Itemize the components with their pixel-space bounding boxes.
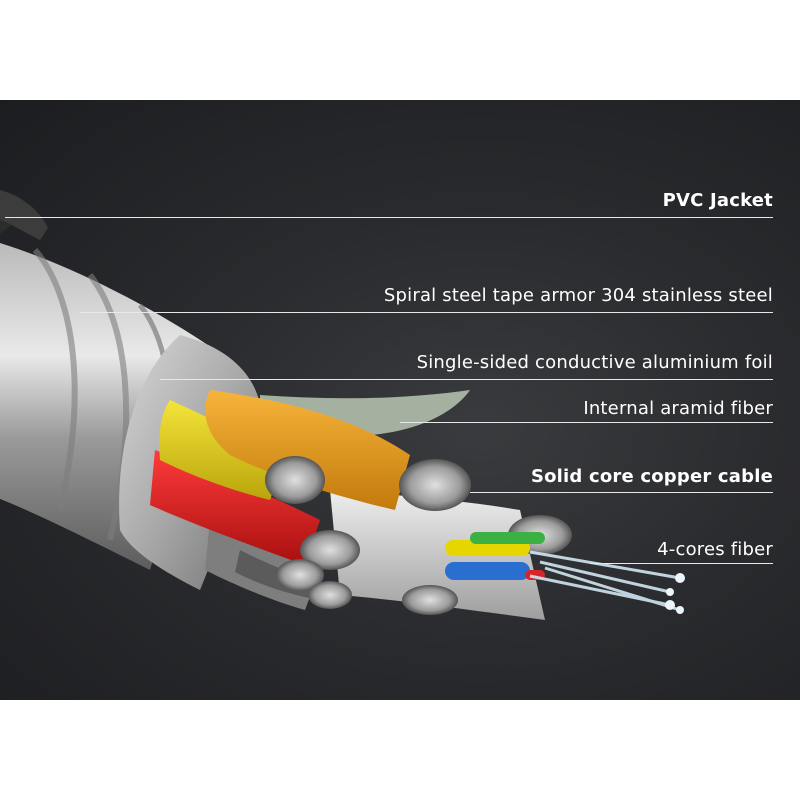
cable-illustration: PVC Jacket Spiral steel tape armor 304 s… xyxy=(0,100,800,700)
white-tube-shape xyxy=(330,490,545,620)
copper-end-orange xyxy=(399,459,471,511)
label-pvc-jacket: PVC Jacket xyxy=(662,190,773,211)
copper-end-grey-1 xyxy=(276,559,324,591)
copper-end-red xyxy=(300,530,360,570)
label-copper-cable: Solid core copper cable xyxy=(530,466,773,487)
leader-aluminium-foil xyxy=(160,379,773,380)
pvc-jacket-band xyxy=(0,190,48,240)
copper-end-grey-3 xyxy=(402,585,458,615)
orange-core-shape xyxy=(205,390,410,510)
leader-aramid-fiber xyxy=(400,422,773,423)
label-aramid-fiber: Internal aramid fiber xyxy=(583,398,773,419)
leader-fiber-cores xyxy=(590,563,773,564)
label-fiber-cores: 4-cores fiber xyxy=(657,539,773,560)
red-core-shape xyxy=(150,450,320,565)
leader-steel-armor xyxy=(80,312,773,313)
copper-end-grey-2 xyxy=(308,581,352,609)
yellow-core-shape xyxy=(159,400,285,500)
label-steel-armor: Spiral steel tape armor 304 stainless st… xyxy=(383,285,773,306)
label-aluminium-foil: Single-sided conductive aluminium foil xyxy=(416,352,773,373)
leader-pvc-jacket xyxy=(5,217,773,218)
leader-copper-cable xyxy=(470,492,773,493)
copper-end-yellow xyxy=(265,456,325,504)
fiber-green-sleeve xyxy=(470,532,545,544)
glass-fibers xyxy=(529,550,681,612)
fiber-blue-sleeve xyxy=(445,562,530,580)
cable-cross-section-graphic xyxy=(0,190,685,620)
